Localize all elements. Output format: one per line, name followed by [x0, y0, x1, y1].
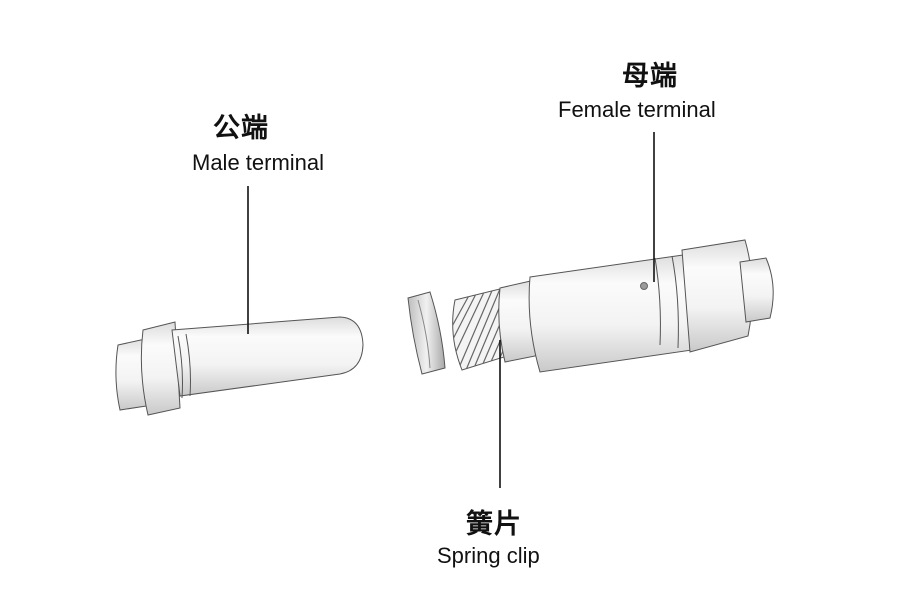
female-terminal-label-en: Female terminal [558, 97, 716, 122]
spring-clip-label-en: Spring clip [437, 543, 540, 568]
leader-lines [247, 132, 655, 488]
female-terminal [498, 239, 774, 373]
female-terminal-label-cn: 母端 [622, 61, 678, 92]
spring-clip-label-cn: 簧片 [466, 509, 522, 540]
male-terminal-label-cn: 公端 [213, 113, 269, 144]
ring-part [407, 291, 446, 375]
male-terminal [115, 316, 364, 416]
male-terminal-label-en: Male terminal [192, 150, 325, 175]
